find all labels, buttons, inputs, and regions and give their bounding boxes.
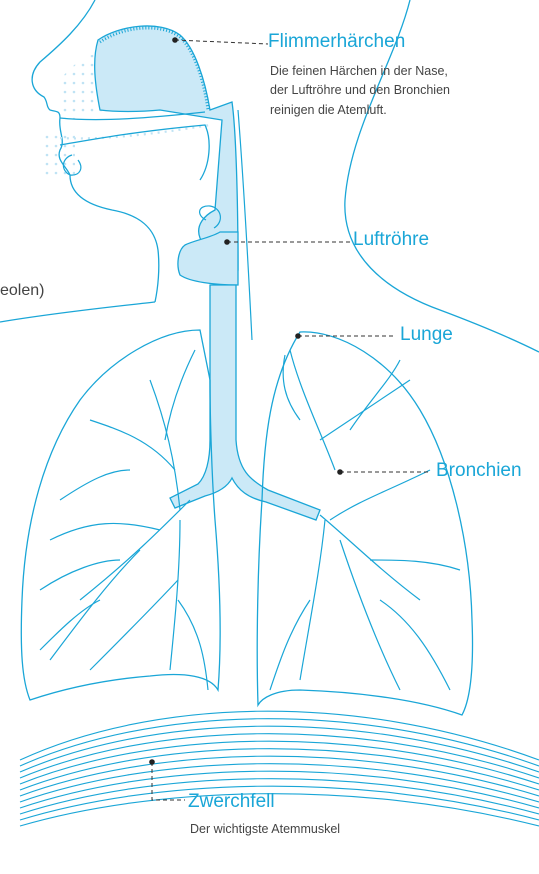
desc-line: Die feinen Härchen in der Nase, [270, 62, 450, 81]
esophagus [238, 110, 252, 340]
desc-line: der Luftröhre und den Bronchien [270, 81, 450, 100]
label-zwerchfell: Zwerchfell [188, 792, 275, 811]
label-lunge: Lunge [400, 325, 453, 344]
trachea [170, 285, 320, 520]
mouth-dots [40, 130, 75, 180]
tongue [60, 125, 209, 180]
desc-zwerchfell: Der wichtigste Atemmuskel [190, 820, 340, 839]
label-luftroehre: Luftröhre [353, 230, 429, 249]
neck-outline [0, 302, 155, 322]
back-outline [345, 0, 539, 352]
desc-line: reinigen die Atemluft. [270, 101, 450, 120]
larynx [178, 232, 238, 285]
left-bronchi [40, 350, 208, 690]
right-bronchi [270, 350, 460, 690]
leader-dots [149, 37, 343, 765]
leader-lines [152, 40, 430, 800]
label-alveolen-partial: eolen) [0, 283, 44, 299]
desc-flimmerhaerchen: Die feinen Härchen in der Nase, der Luft… [270, 62, 450, 120]
label-bronchien: Bronchien [436, 461, 522, 480]
right-lung [257, 332, 472, 715]
left-lung [21, 330, 220, 700]
diaphragm [20, 711, 539, 826]
label-flimmerhaerchen: Flimmerhärchen [268, 32, 405, 51]
